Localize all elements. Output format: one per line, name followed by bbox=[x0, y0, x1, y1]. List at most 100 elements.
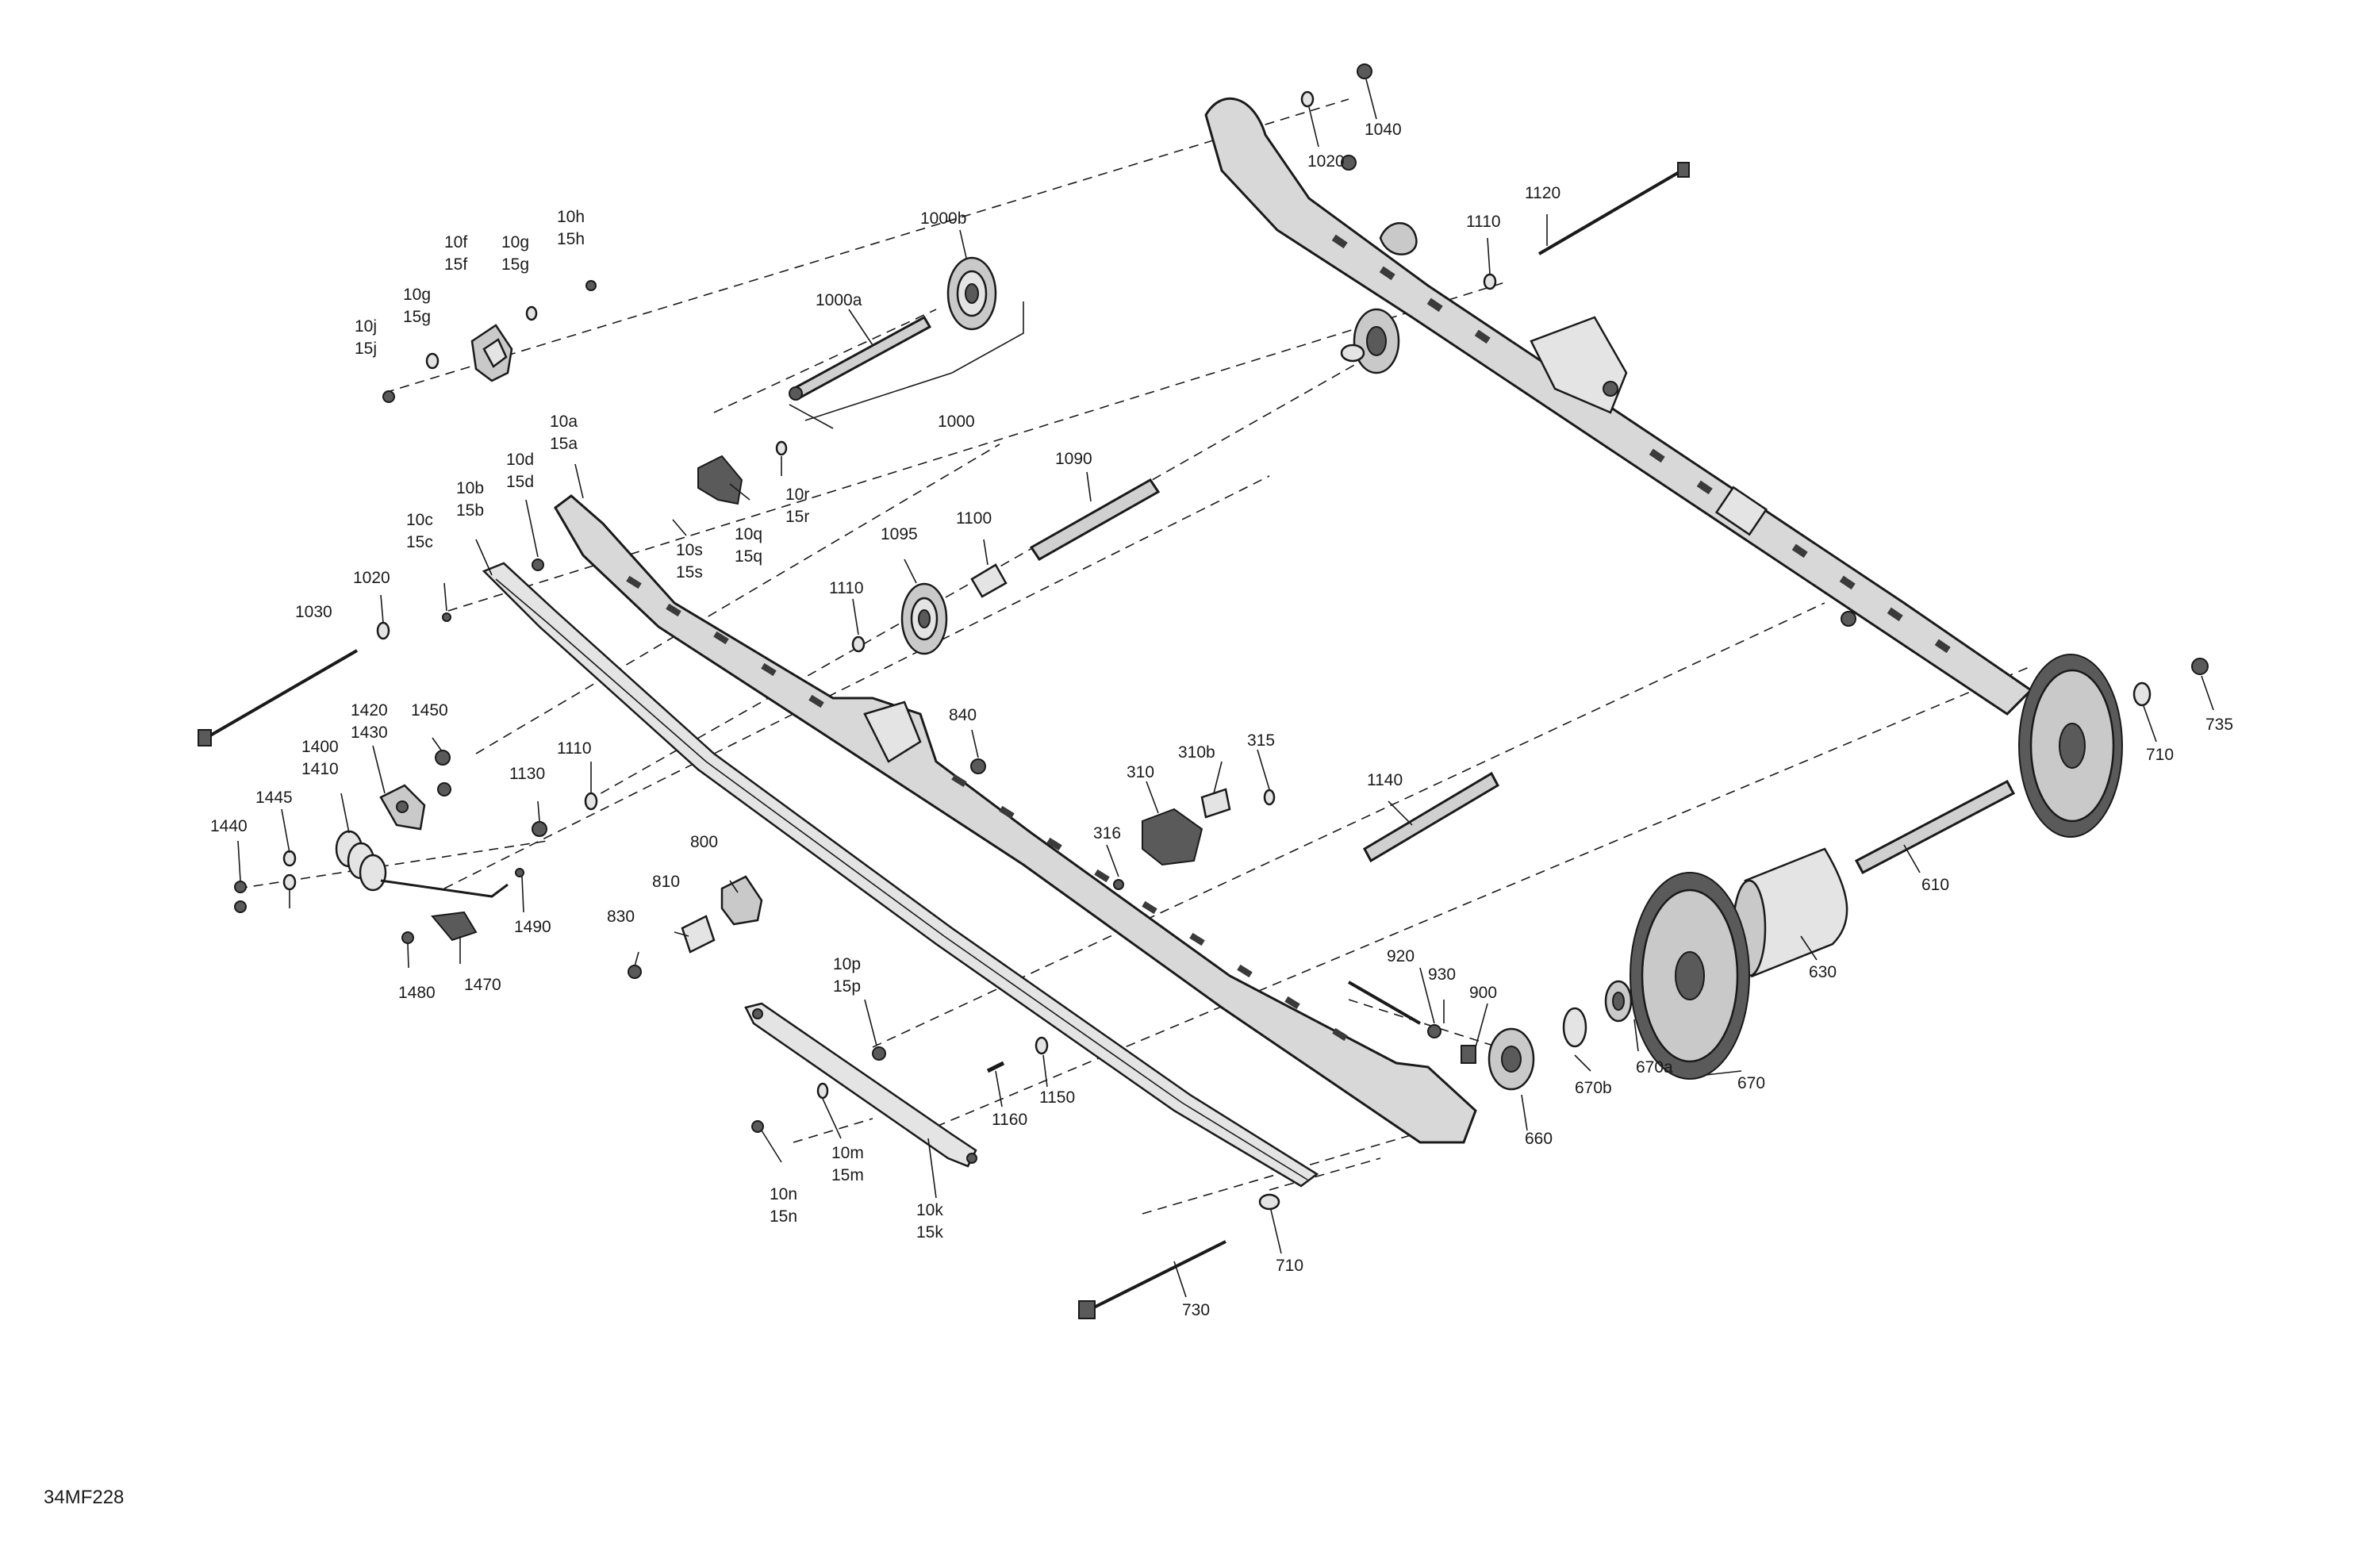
ring-670b-670a bbox=[1562, 980, 1633, 1048]
callout-15f: 15f bbox=[444, 255, 467, 274]
callout-15p: 15p bbox=[833, 977, 861, 996]
callout-15j: 15j bbox=[355, 340, 377, 358]
callout-1480: 1480 bbox=[398, 984, 436, 1002]
callout-670b: 670b bbox=[1575, 1079, 1612, 1097]
callout-1110-lower: 1110 bbox=[557, 739, 592, 758]
callout-1470: 1470 bbox=[464, 976, 501, 994]
callout-315: 315 bbox=[1247, 731, 1275, 750]
axle-610 bbox=[1854, 779, 2016, 875]
callout-15g-lower: 15g bbox=[403, 308, 431, 326]
callout-630: 630 bbox=[1809, 963, 1837, 981]
callout-15a: 15a bbox=[550, 435, 578, 453]
callout-10g-upper: 10g bbox=[501, 233, 529, 251]
callout-10r: 10r bbox=[785, 486, 809, 504]
callout-1445: 1445 bbox=[255, 789, 293, 807]
callout-670: 670 bbox=[1737, 1074, 1765, 1092]
callout-1140: 1140 bbox=[1367, 771, 1403, 789]
callout-710-lower: 710 bbox=[1276, 1257, 1303, 1275]
leader-lines bbox=[237, 79, 2214, 1298]
callout-10k: 10k bbox=[916, 1201, 943, 1219]
callout-10c: 10c bbox=[406, 511, 433, 529]
callout-15n: 15n bbox=[770, 1207, 797, 1226]
callout-1440: 1440 bbox=[210, 817, 248, 835]
callout-10p: 10p bbox=[833, 955, 861, 973]
callout-1450: 1450 bbox=[411, 701, 448, 720]
hub-660-900 bbox=[1347, 981, 1535, 1091]
shaft-1090 bbox=[1029, 478, 1161, 561]
callout-1030: 1030 bbox=[295, 603, 332, 621]
callout-1420: 1420 bbox=[351, 701, 388, 720]
callout-730: 730 bbox=[1182, 1301, 1210, 1319]
wheel-1095 bbox=[900, 582, 948, 655]
callout-15c: 15c bbox=[406, 533, 433, 551]
callout-1020-left: 1020 bbox=[353, 569, 390, 587]
callout-1490: 1490 bbox=[514, 918, 551, 936]
figure-reference: 34MF228 bbox=[44, 1487, 124, 1508]
slider-block bbox=[697, 455, 743, 505]
bracket-1420 bbox=[379, 784, 426, 831]
callout-1130: 1130 bbox=[509, 765, 545, 783]
callout-15m: 15m bbox=[831, 1166, 864, 1184]
bushing-1100 bbox=[970, 563, 1008, 598]
callout-735: 735 bbox=[2205, 716, 2233, 734]
shaft-1140 bbox=[1363, 771, 1499, 863]
callout-1410: 1410 bbox=[301, 760, 339, 778]
callout-15b: 15b bbox=[456, 501, 484, 520]
callout-310: 310 bbox=[1127, 763, 1154, 781]
callout-1000: 1000 bbox=[938, 413, 975, 431]
lower-plate bbox=[744, 1002, 977, 1168]
callout-15h: 15h bbox=[557, 230, 585, 248]
callout-1040: 1040 bbox=[1365, 121, 1402, 139]
callout-830: 830 bbox=[607, 908, 635, 926]
callout-1020-upper: 1020 bbox=[1307, 152, 1345, 171]
callout-610: 610 bbox=[1921, 876, 1949, 894]
callout-310b: 310b bbox=[1178, 743, 1215, 762]
callout-920: 920 bbox=[1387, 947, 1415, 965]
callout-840: 840 bbox=[949, 706, 977, 724]
callout-900: 900 bbox=[1469, 984, 1497, 1002]
clip-part bbox=[470, 324, 513, 382]
bolt-1120 bbox=[1537, 162, 1690, 255]
callout-10m: 10m bbox=[831, 1144, 864, 1162]
callout-10h: 10h bbox=[557, 208, 585, 226]
near-rail bbox=[554, 494, 1477, 1144]
callout-1000b: 1000b bbox=[920, 209, 966, 228]
small-hardware bbox=[234, 63, 2209, 1133]
callout-10d: 10d bbox=[506, 451, 534, 469]
callout-10a: 10a bbox=[550, 413, 578, 431]
shaft-1000a bbox=[789, 315, 932, 401]
rear-wheel-near bbox=[1630, 872, 1750, 1080]
callout-10f: 10f bbox=[444, 233, 467, 251]
callout-10q: 10q bbox=[735, 525, 762, 543]
callout-15g-upper: 15g bbox=[501, 255, 529, 274]
callout-15s: 15s bbox=[676, 563, 703, 582]
callout-810: 810 bbox=[652, 873, 680, 891]
bracket-800 bbox=[681, 875, 763, 954]
callout-1160: 1160 bbox=[992, 1111, 1027, 1129]
far-idler-wheel bbox=[1340, 308, 1400, 374]
callout-670a: 670a bbox=[1636, 1058, 1673, 1077]
far-rail bbox=[1204, 97, 2033, 716]
bolt-1030 bbox=[198, 649, 359, 747]
bolt-1160 bbox=[986, 1036, 1049, 1073]
callout-10s: 10s bbox=[676, 541, 703, 559]
callout-10n: 10n bbox=[770, 1185, 797, 1203]
slider-runner bbox=[482, 562, 1319, 1188]
callouts: 1040 1020 1120 1110 1000b 1000a 1000 10h… bbox=[44, 121, 2233, 1508]
callout-1095: 1095 bbox=[881, 525, 918, 543]
callout-1400: 1400 bbox=[301, 738, 339, 756]
callout-1430: 1430 bbox=[351, 724, 388, 742]
callout-10j: 10j bbox=[355, 317, 377, 336]
callout-10b: 10b bbox=[456, 479, 484, 497]
callout-1110-upper: 1110 bbox=[1466, 213, 1501, 231]
callout-710-right: 710 bbox=[2146, 746, 2174, 764]
callout-15r: 15r bbox=[785, 508, 809, 526]
callout-800: 800 bbox=[690, 833, 718, 851]
callout-15d: 15d bbox=[506, 473, 534, 491]
near-rail-slots bbox=[626, 575, 1348, 1042]
callout-1090: 1090 bbox=[1055, 450, 1092, 468]
callout-10g-lower: 10g bbox=[403, 286, 431, 304]
callout-1110-mid: 1110 bbox=[829, 579, 864, 597]
callout-15q: 15q bbox=[735, 547, 762, 566]
